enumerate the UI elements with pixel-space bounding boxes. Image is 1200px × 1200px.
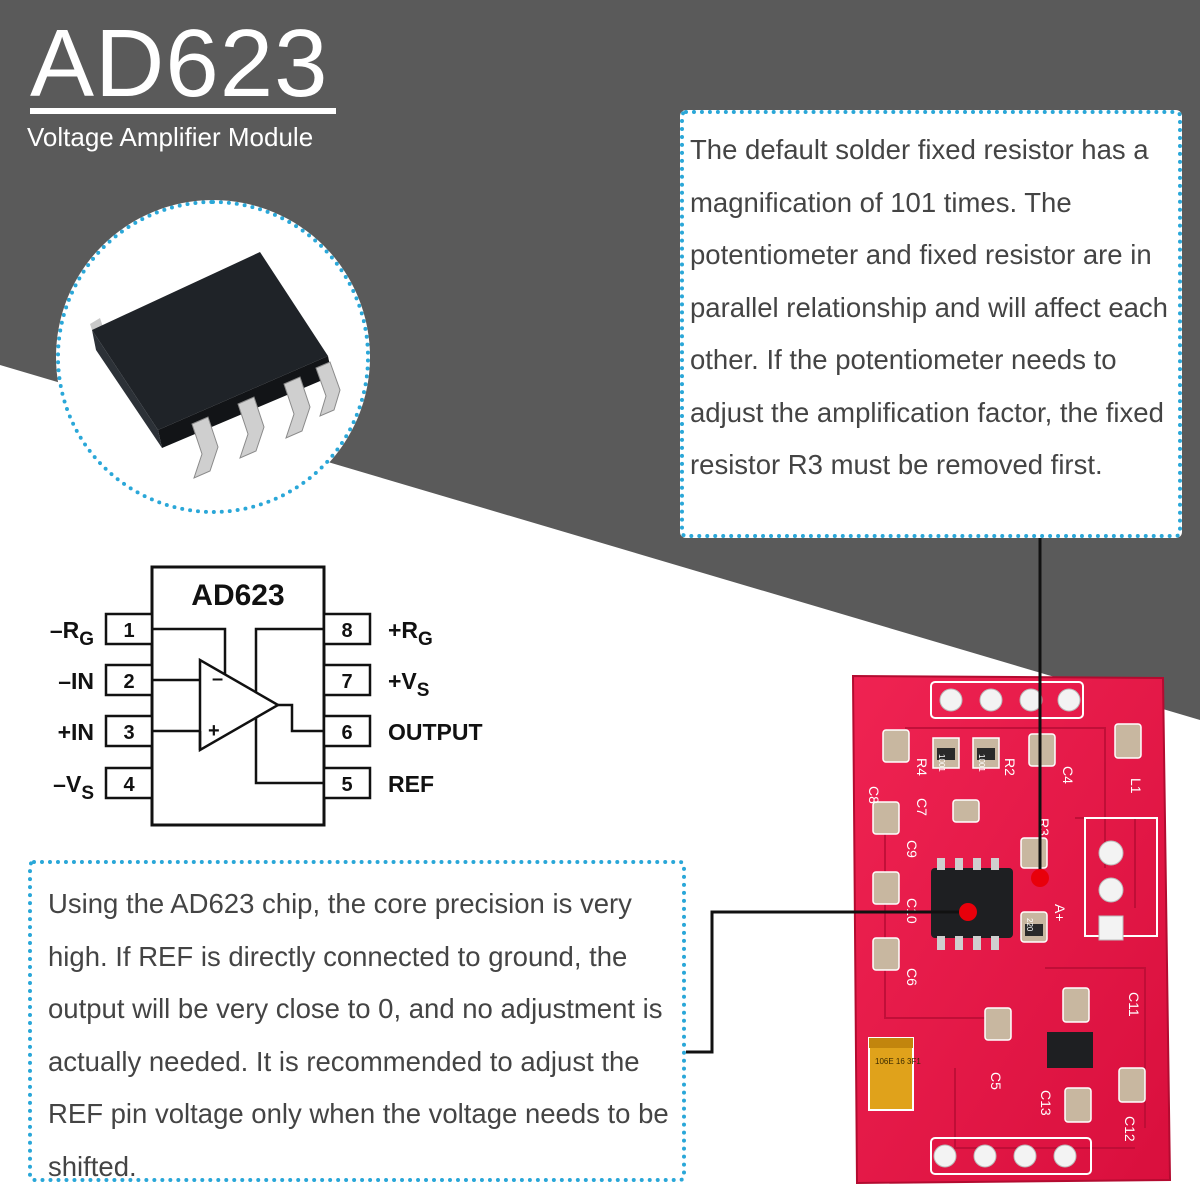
label-c13: C13 [1038,1090,1054,1116]
pin-label-8: +RG [388,617,433,650]
pin-number-5: 5 [341,774,352,796]
pin-box-3 [104,714,154,748]
pin-number-6: 6 [341,722,352,744]
tantalum-code: 106E 16 3F1 [875,1057,921,1066]
resistor-code-2: 1001 [977,754,986,772]
label-c8: C8 [866,786,882,804]
pin-number-1: 1 [123,620,134,642]
resistor-code-3: 220 [1025,918,1034,932]
pin-label-4: –VS [53,771,94,804]
opamp-symbol [198,657,281,753]
label-c5: C5 [988,1072,1004,1090]
page-title: AD623 [30,10,329,117]
label-c12: C12 [1122,1116,1138,1142]
title-underline [30,108,336,114]
label-c10: C10 [904,898,920,924]
r3-resistor-note: The default solder fixed resistor has a … [680,110,1182,538]
label-l1: L1 [1128,778,1144,794]
pin-number-2: 2 [123,671,134,693]
ad623-pinout-diagram: AD623 1 –RG 2 –IN 3 +IN 4 –VS 8 +RG 7 +VS 6 OUTPUT 5 R… [50,565,483,827]
pin-number-3: 3 [123,722,134,744]
opamp-minus-sign: – [212,668,223,690]
label-c11: C11 [1126,992,1142,1017]
pin-number-8: 8 [341,620,352,642]
pcb-module-image: C8 R4 R2 C4 L1 C7 C9 R3 C10 C6 A+ C11 C5… [851,674,1172,1185]
label-c7: C7 [914,798,930,816]
chip-label: AD623 [191,579,284,612]
pin-number-7: 7 [341,671,352,693]
pin-box-8 [322,612,372,646]
opamp-plus-sign: + [208,720,220,742]
pin-label-5: REF [388,771,434,797]
pin-label-7: +VS [388,668,429,701]
label-c9: C9 [904,840,920,858]
page-subtitle: Voltage Amplifier Module [27,122,314,152]
label-a-plus: A+ [1052,904,1068,922]
chip-photo-frame [56,200,370,514]
pin-number-4: 4 [123,774,135,796]
internal-wiring [152,627,324,785]
pin-box-4 [104,766,154,800]
pin-box-1 [104,612,154,646]
pin-label-3: +IN [58,719,94,745]
label-r2: R2 [1002,758,1018,776]
pin-label-2: –IN [58,668,94,694]
pin-label-1: –RG [50,617,94,650]
ref-pin-note: Using the AD623 chip, the core precision… [28,860,686,1182]
pin-label-6: OUTPUT [388,719,483,745]
resistor-code-1: 1001 [937,754,946,772]
label-c4: C4 [1060,766,1076,784]
soic8-chip-image [90,252,341,479]
label-r3: R3 [1036,818,1052,836]
label-r4: R4 [914,758,930,776]
pin-box-7 [322,663,372,697]
label-c6: C6 [904,968,920,986]
